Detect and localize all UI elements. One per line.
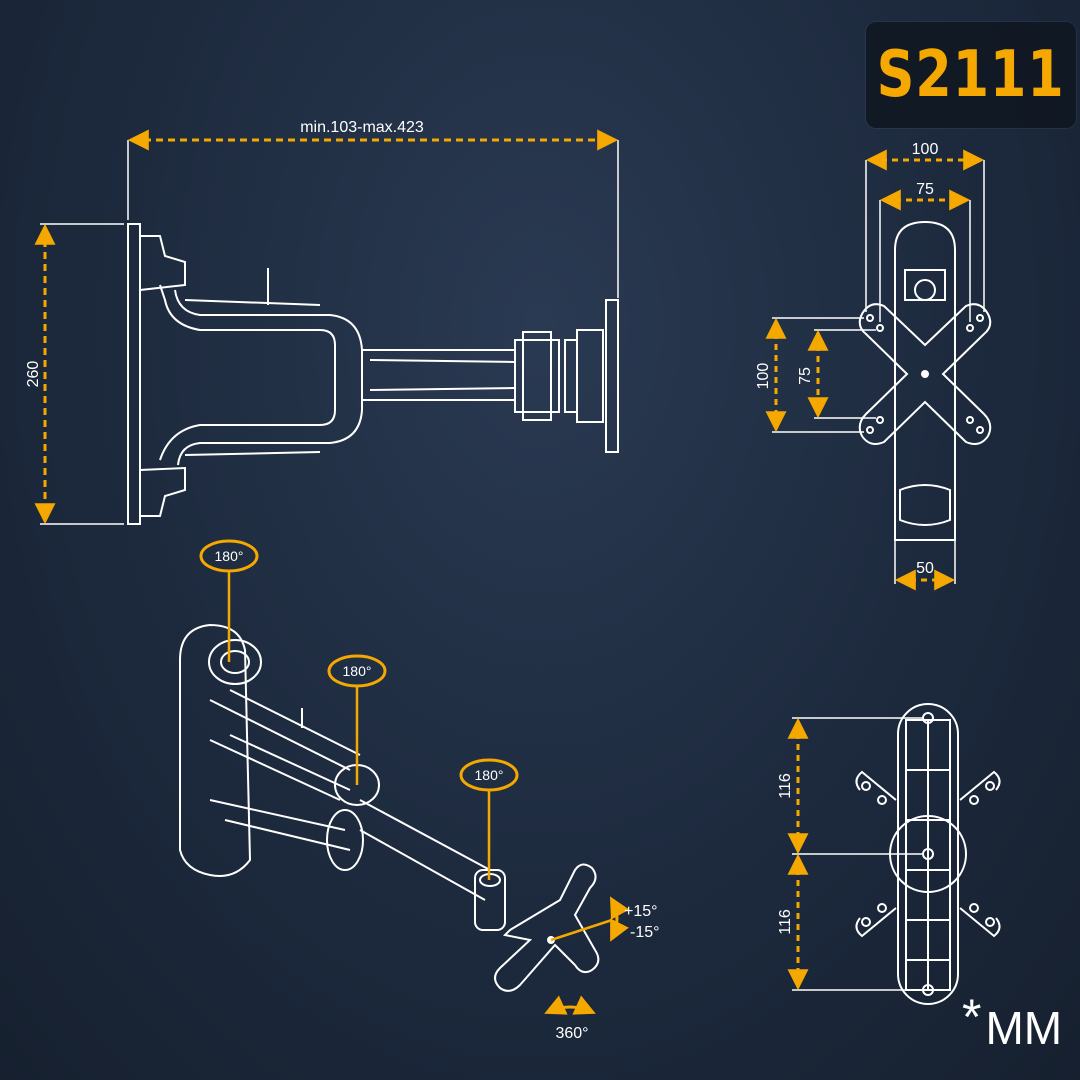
model-badge: S2111 xyxy=(866,22,1076,128)
vesa-inner-v-label: 75 xyxy=(797,367,814,385)
rotation-wall-swivel: 180° xyxy=(199,539,259,662)
vesa-outer-v-label: 100 xyxy=(755,363,772,390)
wall-upper-spacing-label: 116 xyxy=(777,773,794,799)
perspective-view xyxy=(179,623,600,992)
wall-plate-dimensions xyxy=(787,717,922,991)
unit-label: MM xyxy=(985,1002,1063,1054)
vesa-inner-h-label: 75 xyxy=(916,181,934,198)
arm-width-label: 50 xyxy=(916,560,934,577)
vesa-outer-h-label: 100 xyxy=(912,141,939,158)
rotation-360: 360° xyxy=(544,995,596,1042)
vesa-dimensions xyxy=(765,149,985,591)
tilt-up-label: +15° xyxy=(624,903,658,920)
wall-swivel-label: 180° xyxy=(215,548,244,564)
rotation-head-swivel: 180° xyxy=(459,758,519,880)
wall-lower-spacing-label: 116 xyxy=(777,909,794,935)
vesa-plate-view xyxy=(858,220,992,541)
extension-label: min.103-max.423 xyxy=(300,119,424,136)
middle-swivel-label: 180° xyxy=(343,663,372,679)
extension-dimension: min.103-max.423 xyxy=(127,119,619,298)
rotation-360-label: 360° xyxy=(555,1025,588,1042)
rotation-tilt: +15° -15° xyxy=(550,896,660,942)
rotation-middle-swivel: 180° xyxy=(327,654,387,785)
head-swivel-label: 180° xyxy=(475,767,504,783)
side-view xyxy=(127,223,619,525)
height-dimension: 260 xyxy=(25,223,124,525)
model-number: S2111 xyxy=(877,38,1065,112)
unit-note: *MM xyxy=(962,992,1062,1051)
wall-plate-view xyxy=(855,703,1001,1005)
tilt-down-label: -15° xyxy=(630,924,660,941)
height-label: 260 xyxy=(25,361,42,388)
asterisk-icon: * xyxy=(962,989,982,1045)
